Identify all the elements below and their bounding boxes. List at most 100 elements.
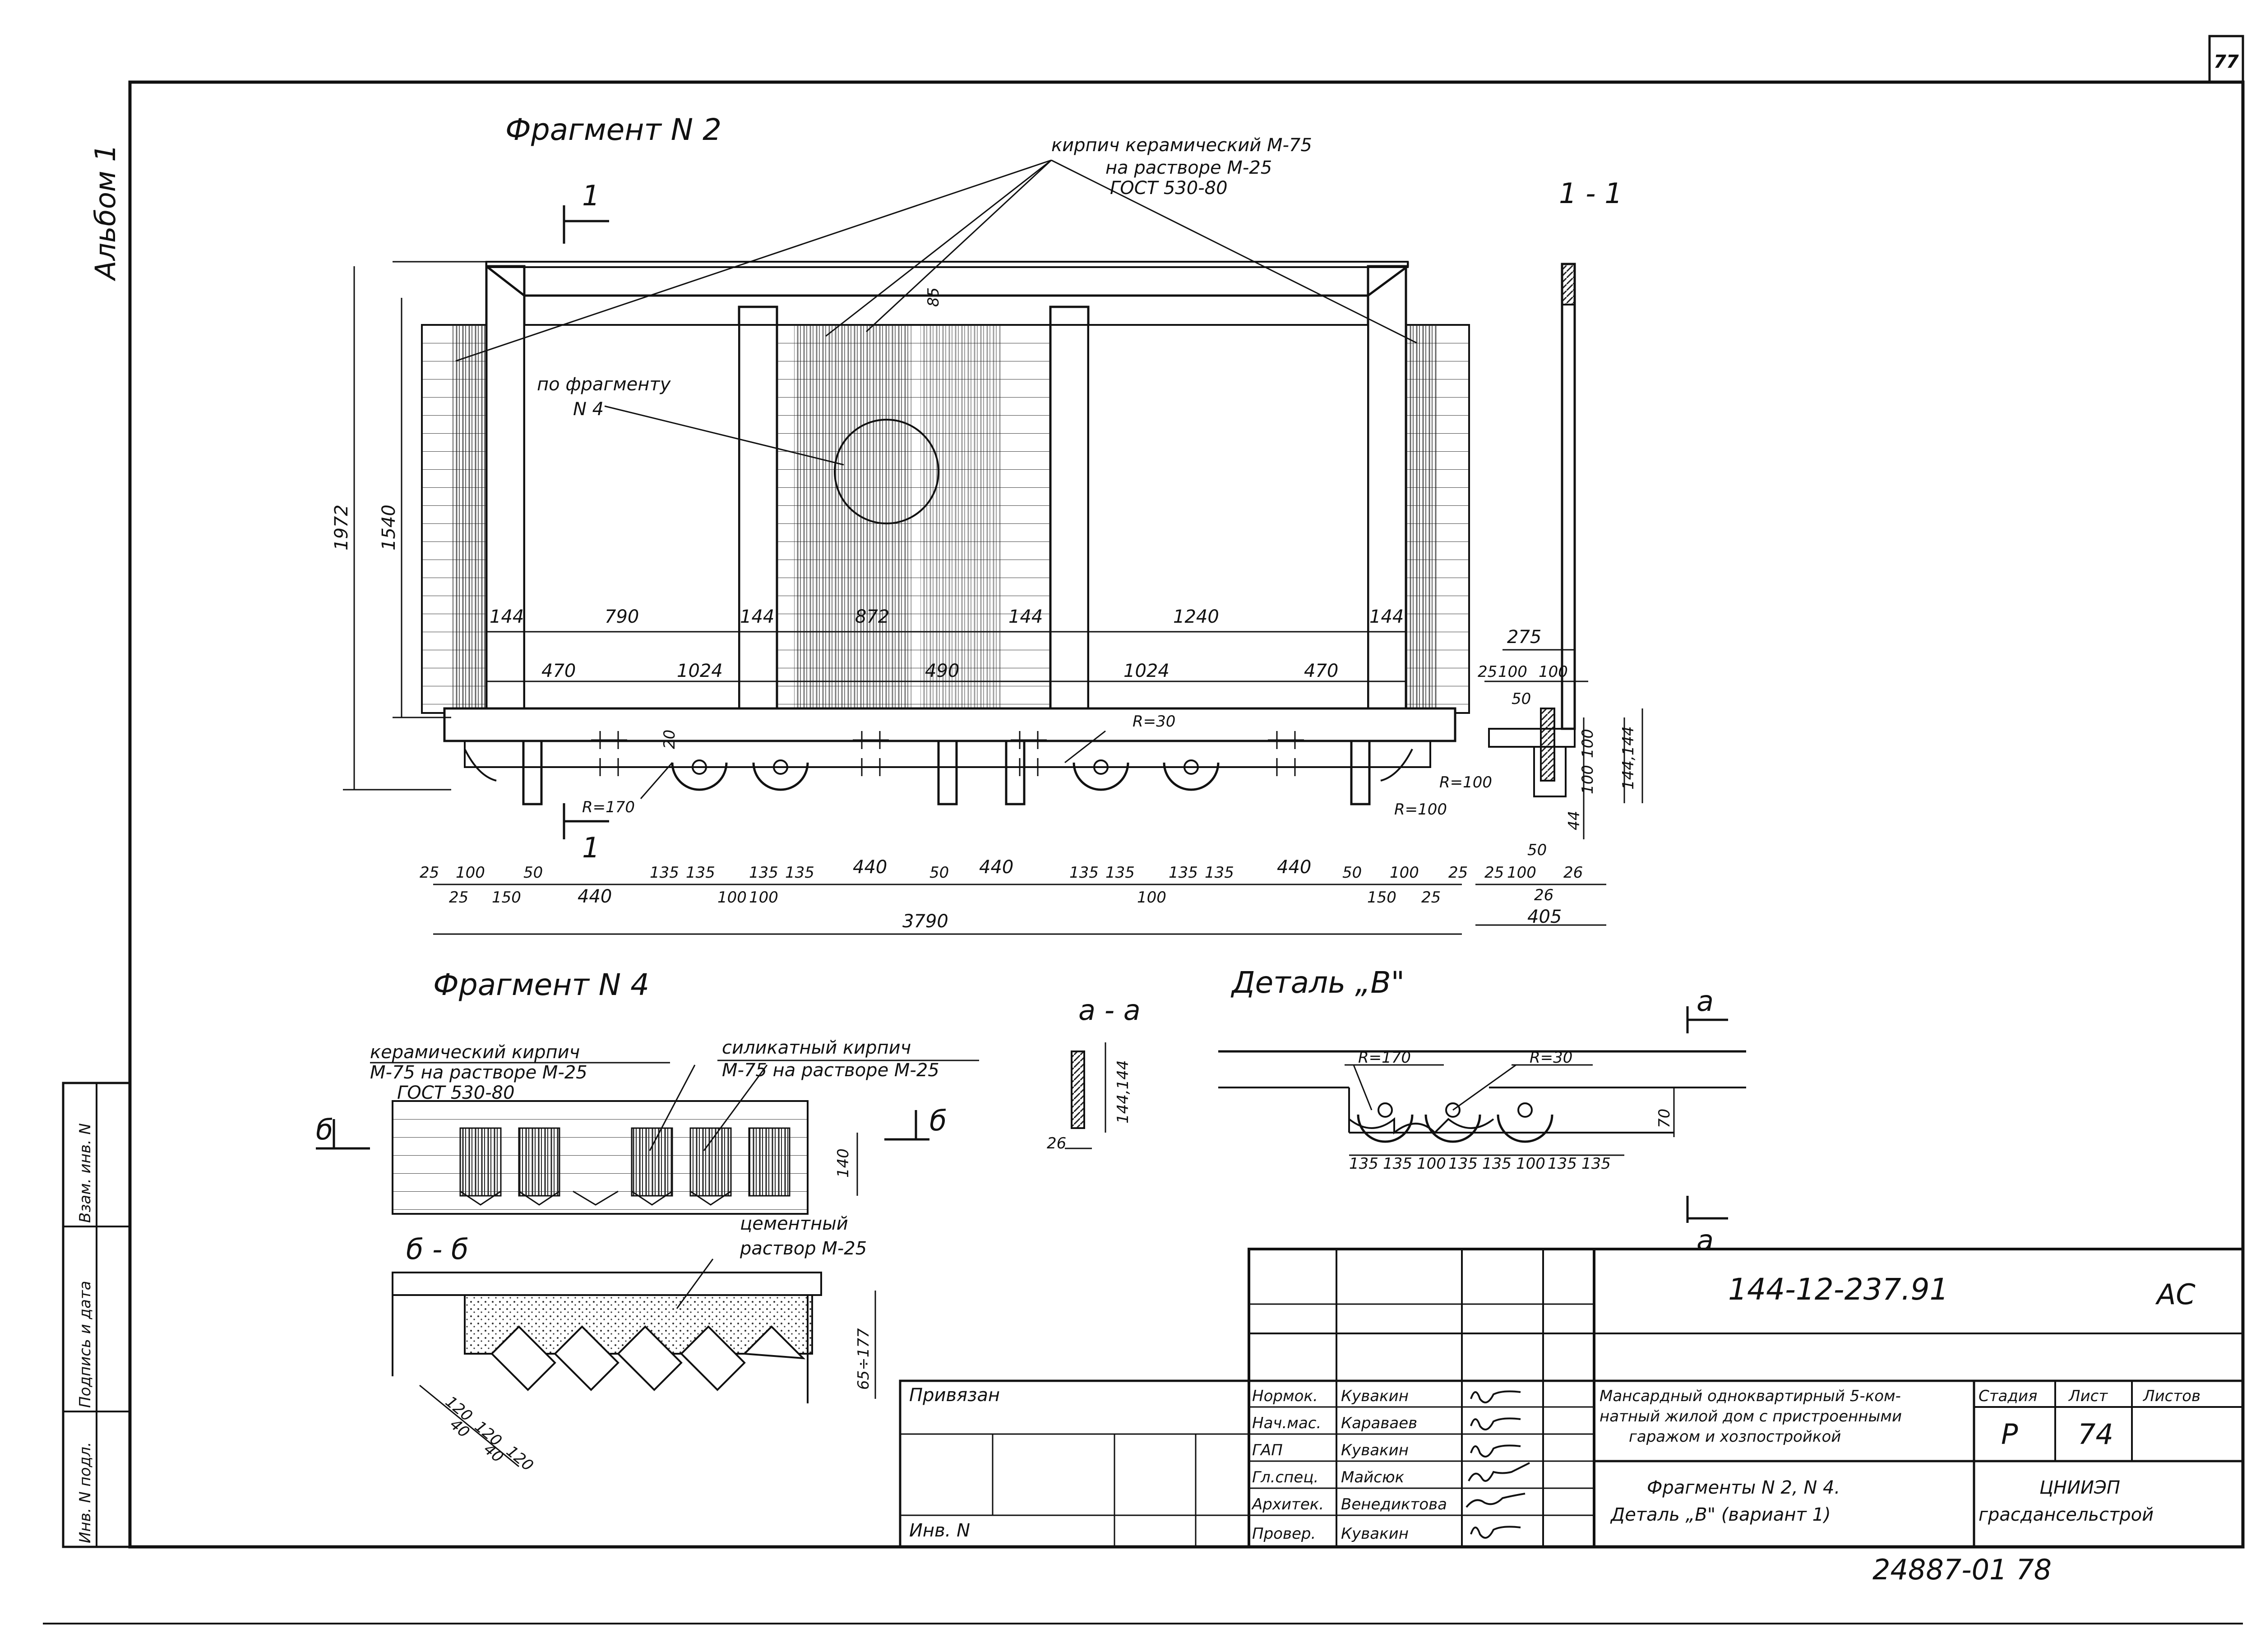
sheet-title-line1: Фрагменты N 2, N 4. (1647, 1477, 1840, 1498)
chain-top-1: 100 (456, 864, 485, 882)
detail-mark-a-bottom: а (1697, 1224, 1714, 1257)
detail-dim-1: 135 (1383, 1155, 1412, 1173)
section-mark-top: 1 (582, 179, 600, 212)
chain-top-6: 135 (785, 864, 814, 882)
sec11-dim-275: 275 (1507, 627, 1541, 648)
detail-mark-a-top: а (1697, 985, 1714, 1018)
stage-value: Р (2001, 1418, 2018, 1451)
sheet-frame (43, 35, 2245, 1624)
sec11-dim-b50: 50 (1527, 841, 1547, 859)
name-0: Кувакин (1341, 1387, 1409, 1405)
signature-5 (1470, 1526, 1521, 1539)
signatory-rows: Нормок. Нач.мас. ГАП Гл.спец. Архитек. П… (1251, 1387, 1447, 1543)
name-2: Кувакин (1341, 1441, 1409, 1459)
sheets-header: Листов (2142, 1387, 2201, 1405)
mark-b-left: б (316, 1113, 333, 1146)
sec11-dim-v144: 144,144 (1619, 726, 1637, 790)
section-mark-bottom: 1 (582, 831, 600, 864)
role-3: Гл.спец. (1252, 1468, 1318, 1486)
chain-bot-2: 440 (578, 886, 612, 907)
ref-label-line1: по фрагменту (537, 374, 671, 395)
dim-1972: 1972 (331, 504, 352, 551)
bb-dim-4: 120 (503, 1442, 536, 1475)
detail-dim-5: 100 (1516, 1155, 1545, 1173)
section11-title: 1 - 1 (1559, 177, 1623, 210)
ceramic-line1: керамический кирпич (370, 1042, 580, 1063)
signature-2 (1470, 1444, 1521, 1458)
brick-label-line1: кирпич керамический М-75 (1051, 135, 1312, 156)
sec11-dim-b100: 100 (1507, 864, 1536, 882)
sec11-dim-100a: 100 (1498, 663, 1527, 681)
stamp-orig-inventory: Инв. N подл. (76, 1442, 94, 1543)
name-5: Кувакин (1341, 1525, 1409, 1543)
sec11-dim-b26b: 26 (1534, 886, 1553, 904)
album-label: Альбом 1 (89, 144, 122, 282)
chain-bot-6: 150 (1367, 888, 1396, 907)
doc-code: 144-12-237.91 (1728, 1272, 1949, 1307)
section-bb-drawing (392, 1259, 876, 1467)
fragment2-title: Фрагмент N 2 (505, 112, 721, 147)
org-line1: ЦНИИЭП (2039, 1477, 2120, 1498)
stamp-replacement-inventory: Взам. инв. N (76, 1123, 94, 1223)
chain-top-12: 135 (1169, 864, 1198, 882)
silicate-line2: М-75 на растворе М-25 (722, 1060, 939, 1081)
aa-dim-144: 144,144 (1114, 1060, 1132, 1124)
dim-mid-1: 1024 (677, 661, 723, 681)
stage-header: Стадия (1979, 1387, 2037, 1405)
dim-top-2: 144 (740, 606, 774, 627)
chain-top-7: 440 (853, 857, 887, 878)
dim-20: 20 (661, 730, 679, 749)
sec11-dim-b25: 25 (1484, 864, 1504, 882)
dim-mid-3: 1024 (1123, 661, 1170, 681)
dim-top-4: 144 (1008, 606, 1043, 627)
dim-mid-0: 470 (541, 661, 576, 681)
signature-1 (1470, 1417, 1521, 1430)
bottom-archive-number: 24887-01 78 (1872, 1553, 2052, 1586)
chain-top-17: 25 (1448, 864, 1468, 882)
sec11-dim-v100b: 100 (1579, 765, 1597, 794)
chain-bot-3: 100 (717, 888, 747, 907)
signatures (1465, 1390, 1530, 1539)
role-4: Архитек. (1251, 1495, 1324, 1513)
detail-dims-row: 135 135 100 135 135 100 135 135 (1349, 1155, 1611, 1173)
brick-label-line2: на растворе М-25 (1105, 157, 1272, 178)
project-line3: гаражом и хозпостройкой (1629, 1428, 1841, 1446)
detail-dim-3: 135 (1448, 1155, 1478, 1173)
chain-top-3: 135 (650, 864, 679, 882)
role-2: ГАП (1252, 1441, 1283, 1459)
signature-4 (1465, 1493, 1526, 1508)
section11-drawing (1484, 263, 1643, 839)
name-3: Майсюк (1341, 1468, 1405, 1486)
section-aa-drawing (1065, 1042, 1106, 1149)
project-line2: натный жилой дом с пристроенными (1600, 1407, 1902, 1425)
section-aa-title: а - а (1078, 994, 1141, 1027)
radius-r100-a: R=100 (1439, 773, 1492, 791)
dim-140: 140 (834, 1148, 852, 1178)
dim-65-177: 65÷177 (855, 1328, 873, 1390)
fragment4-plan (316, 1060, 979, 1215)
chain-top-13: 135 (1205, 864, 1234, 882)
radius-r30: R=30 (1133, 713, 1175, 731)
silicate-line1: силикатный кирпич (722, 1037, 911, 1058)
left-stamp (62, 1082, 131, 1548)
sec11-dim-100b: 100 (1539, 663, 1568, 681)
chain-bot-5: 100 (1137, 888, 1166, 907)
dims-mid-row: 470 1024 490 1024 470 (541, 661, 1338, 681)
chain-top-5: 135 (749, 864, 778, 882)
chain-top-2: 50 (523, 864, 543, 882)
section-bb: б - б (406, 1233, 468, 1266)
chain-top-0: 25 (420, 864, 439, 882)
chain-top-16: 100 (1390, 864, 1419, 882)
detail-dim-6: 135 (1548, 1155, 1577, 1173)
chain-bot-0: 25 (449, 888, 468, 907)
sec11-dim-b405: 405 (1527, 907, 1562, 927)
sheet-title-line2: Деталь „В" (вариант 1) (1610, 1504, 1831, 1525)
dims-chain-top: 25 100 50 135 135 135 135 440 50 440 135… (420, 857, 1468, 882)
sec11-dim-v44: 44 (1565, 811, 1583, 830)
sec11-dim-b26a: 26 (1563, 864, 1583, 882)
chain-bot-4: 100 (749, 888, 778, 907)
detail-dim-4: 135 (1482, 1155, 1512, 1173)
inv-label: Инв. N (909, 1520, 970, 1541)
signature-3 (1468, 1462, 1530, 1482)
